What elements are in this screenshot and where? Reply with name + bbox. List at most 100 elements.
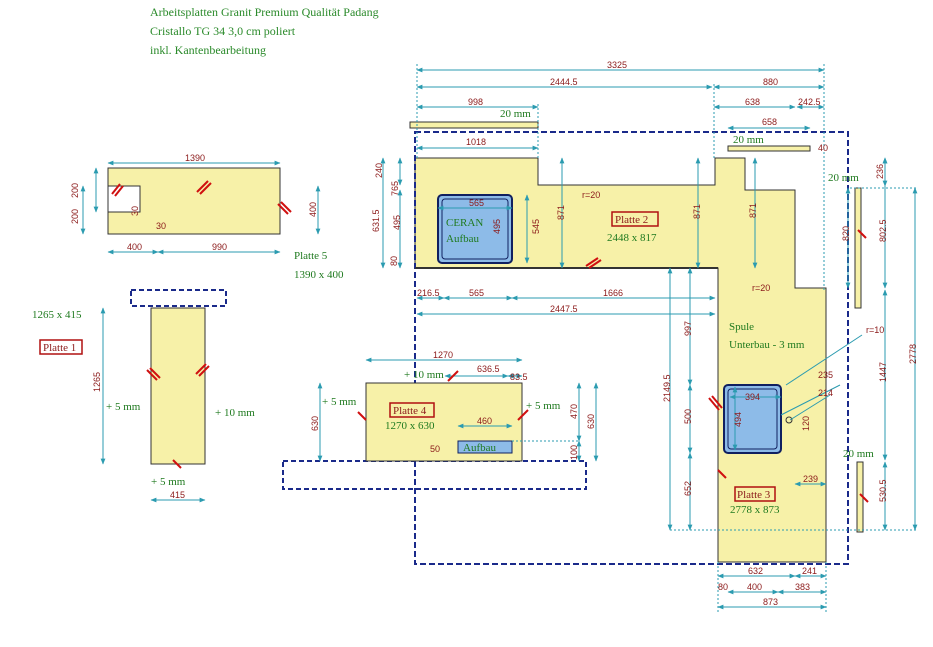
dim-394: 394: [745, 392, 760, 402]
dim-998: 998: [468, 97, 483, 107]
dim-200-b: 200: [70, 209, 80, 224]
upstand-left: [409, 121, 539, 129]
dim-460: 460: [477, 416, 492, 426]
dim-1390: 1390: [185, 153, 205, 163]
dim-2447-5: 2447.5: [550, 304, 578, 314]
upstand-top-right: [727, 145, 811, 152]
dim-632: 632: [748, 566, 763, 576]
dim-236: 236: [875, 164, 885, 179]
plate-2-3-shape: [414, 131, 849, 565]
dim-990: 990: [212, 242, 227, 252]
dim-40: 40: [818, 143, 828, 153]
dim-495-a: 495: [392, 215, 402, 230]
dim-214: 214: [818, 388, 833, 398]
dim-636-5: 636.5: [477, 364, 500, 374]
dim-120: 120: [801, 416, 811, 431]
dim-997: 997: [683, 321, 693, 336]
dim-631-5: 631.5: [371, 209, 381, 232]
dim-3325: 3325: [607, 60, 627, 70]
plate-4-plus5-left: + 5 mm: [322, 396, 357, 408]
dim-400-b: 400: [747, 582, 762, 592]
dim-400-a: 400: [127, 242, 142, 252]
ceran-cooktop: [437, 194, 513, 264]
dim-400-p5: 400: [308, 202, 318, 217]
upstand-20mm-d: 20 mm: [843, 448, 874, 460]
dim-2778: 2778: [908, 344, 918, 364]
header-line-3: inkl. Kantenbearbeitung: [150, 43, 266, 57]
plate-2-label: Platte 2: [615, 214, 648, 226]
plate-3-label: Platte 3: [737, 489, 771, 501]
dim-871-a: 871: [556, 205, 566, 220]
dim-83-5: 83.5: [510, 372, 528, 382]
dim-765: 765: [390, 181, 400, 196]
dim-240: 240: [374, 163, 384, 178]
upstand-right: [854, 187, 862, 309]
dim-495-b: 495: [492, 219, 502, 234]
dim-530-5: 530.5: [878, 479, 888, 502]
dim-871-c: 871: [748, 203, 758, 218]
dim-241: 241: [802, 566, 817, 576]
dim-30-a: 30: [130, 206, 140, 216]
dim-871-b: 871: [692, 204, 702, 219]
dim-239: 239: [803, 474, 818, 484]
plate-4-plus10: + 10 mm: [404, 369, 444, 381]
tap-hole-icon: [785, 416, 793, 424]
dim-630-b: 630: [586, 414, 596, 429]
dim-638: 638: [745, 97, 760, 107]
plate-4-label: Platte 4: [393, 405, 427, 417]
upstand-20mm-b: 20 mm: [733, 134, 764, 146]
plate-1-shape: [150, 307, 206, 465]
ceran-label: CERAN: [446, 217, 483, 229]
dim-630-a: 630: [310, 416, 320, 431]
dim-500: 500: [683, 409, 693, 424]
sink: [723, 384, 793, 454]
dim-1270: 1270: [433, 350, 453, 360]
dim-80-a: 80: [389, 256, 399, 266]
dim-1666: 1666: [603, 288, 623, 298]
dim-1447: 1447: [878, 362, 888, 382]
dim-235: 235: [818, 370, 833, 380]
dim-802-5: 802.5: [878, 219, 888, 242]
dim-80-b: 80: [718, 582, 728, 592]
plate-1-size: 1265 x 415: [32, 309, 82, 321]
dim-2444-5: 2444.5: [550, 77, 578, 87]
plate-4-wall: [282, 460, 587, 490]
dim-494: 494: [733, 412, 743, 427]
dim-30-b: 30: [156, 221, 166, 231]
upstand-20mm-c: 20 mm: [828, 172, 859, 184]
header-line-1: Arbeitsplatten Granit Premium Qualität P…: [150, 5, 379, 19]
dim-50: 50: [430, 444, 440, 454]
plate-5-size: 1390 x 400: [294, 269, 344, 281]
plate-1-plus10: + 10 mm: [215, 407, 255, 419]
radius-20-b: r=20: [752, 283, 770, 293]
dim-1018: 1018: [466, 137, 486, 147]
plate-2-size: 2448 x 817: [607, 232, 657, 244]
plate-1-wall: [130, 289, 227, 307]
wall-outline: [414, 131, 849, 565]
dim-200-a: 200: [70, 183, 80, 198]
spule-unterbau-label: Unterbau - 3 mm: [729, 339, 805, 351]
dim-415: 415: [170, 490, 185, 500]
dim-545: 545: [531, 219, 541, 234]
dim-565-a: 565: [469, 198, 484, 208]
plate-1-plus5-bottom: + 5 mm: [151, 476, 186, 488]
dim-658: 658: [762, 117, 777, 127]
dim-820: 820: [841, 226, 851, 241]
dim-880: 880: [763, 77, 778, 87]
dim-652: 652: [683, 481, 693, 496]
plate-1-plus5: + 5 mm: [106, 401, 141, 413]
dim-100: 100: [569, 445, 579, 460]
dim-216-5: 216.5: [417, 288, 440, 298]
plate-4-plus5-right: + 5 mm: [526, 400, 561, 412]
dim-242-5: 242.5: [798, 97, 821, 107]
dim-2149-5: 2149.5: [662, 374, 672, 402]
dim-1265: 1265: [92, 372, 102, 392]
dim-383: 383: [795, 582, 810, 592]
dim-470: 470: [569, 404, 579, 419]
radius-10: r=10: [866, 325, 884, 335]
spule-label: Spule: [729, 321, 754, 333]
header-line-2: Cristallo TG 34 3,0 cm poliert: [150, 24, 296, 38]
plate-4-size: 1270 x 630: [385, 420, 435, 432]
cut-markers: [111, 180, 869, 503]
